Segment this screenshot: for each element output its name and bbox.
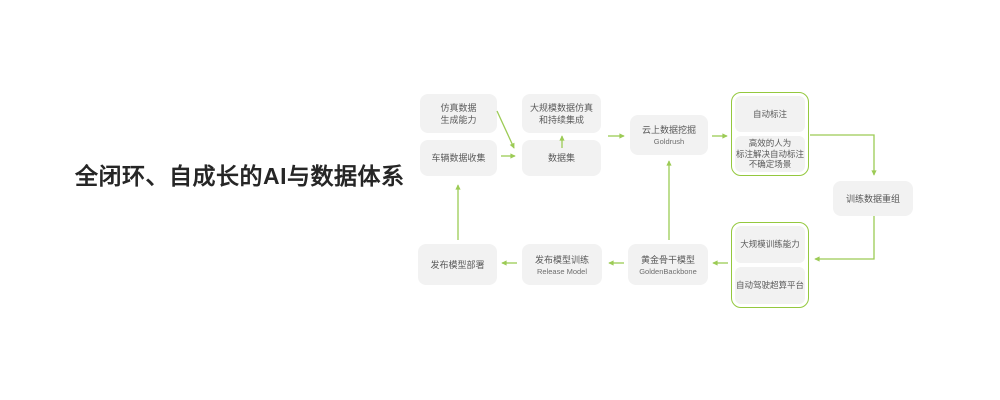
node-simulation-continuous-integration: 大规模数据仿真 和持续集成 <box>522 94 601 133</box>
node-sublabel: GoldenBackbone <box>639 266 697 276</box>
node-label: 发布模型训练 <box>534 254 589 265</box>
node-cloud-data-mining: 云上数据挖掘 Goldrush <box>630 115 708 155</box>
node-training-data-recombination: 训练数据重组 <box>833 181 913 216</box>
node-label: 高效的人为 标注解决自动标注 不确定场景 <box>735 138 804 170</box>
node-label: 车辆数据收集 <box>431 153 486 163</box>
page-title: 全闭环、自成长的AI与数据体系 <box>75 163 405 189</box>
node-label: 大规模训练能力 <box>740 239 800 250</box>
node-auto-annotation: 自动标注 <box>735 96 805 132</box>
node-release-model-training: 发布模型训练 Release Model <box>522 244 602 285</box>
node-label: 云上数据挖掘 <box>641 125 696 135</box>
node-label: 黄金骨干模型 <box>640 254 695 265</box>
node-label: 数据集 <box>547 153 575 163</box>
node-human-annotation: 高效的人为 标注解决自动标注 不确定场景 <box>735 136 805 172</box>
node-sublabel: Release Model <box>536 266 588 276</box>
arrow-reorg-to-training <box>814 216 875 262</box>
node-large-scale-training: 大规模训练能力 <box>735 226 805 263</box>
node-label: 发布模型部署 <box>430 259 485 270</box>
node-dataset: 数据集 <box>522 140 601 176</box>
node-label: 自动标注 <box>752 108 787 119</box>
node-release-model-deployment: 发布模型部署 <box>418 244 497 285</box>
node-sim-data-generation: 仿真数据 生成能力 <box>420 94 497 133</box>
node-sublabel: Goldrush <box>653 137 685 146</box>
node-ad-supercomputing-platform: 自动驾驶超算平台 <box>735 267 805 304</box>
arrow-simgen-to-dataset <box>496 110 515 149</box>
node-label: 自动驾驶超算平台 <box>735 280 804 291</box>
node-label: 大规模数据仿真 和持续集成 <box>529 102 593 125</box>
node-label: 仿真数据 生成能力 <box>440 102 477 125</box>
node-label: 训练数据重组 <box>845 193 900 204</box>
node-golden-backbone: 黄金骨干模型 GoldenBackbone <box>628 244 708 285</box>
arrow-annotation-to-reorg <box>810 134 877 176</box>
node-vehicle-data-collection: 车辆数据收集 <box>420 140 497 176</box>
group-training-capability: 大规模训练能力 自动驾驶超算平台 <box>731 222 809 308</box>
group-annotation-capability: 自动标注 高效的人为 标注解决自动标注 不确定场景 <box>731 92 809 176</box>
